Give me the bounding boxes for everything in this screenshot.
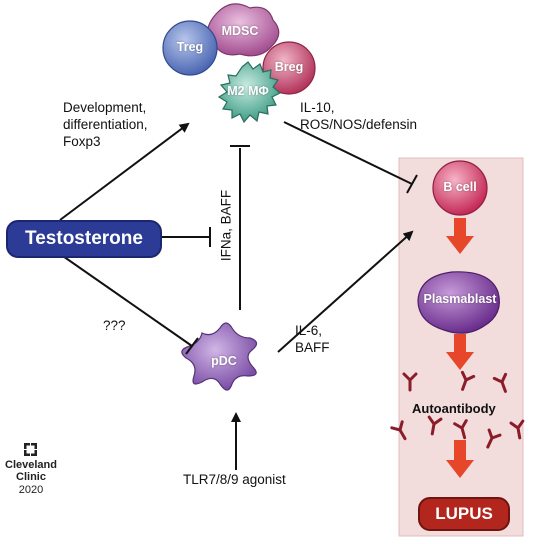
label-il6: IL-6, xyxy=(295,323,323,338)
pdc-cell xyxy=(181,322,258,391)
pdc-label: pDC xyxy=(211,354,237,368)
logo-year: 2020 xyxy=(18,484,44,496)
label-differentiation: differentiation, xyxy=(63,117,148,132)
arrows xyxy=(59,121,418,470)
label-il10: IL-10, xyxy=(300,100,335,115)
label-baff: BAFF xyxy=(295,340,330,355)
antibody-icons xyxy=(390,370,525,449)
label-foxp3: Foxp3 xyxy=(63,134,101,149)
treg-label: Treg xyxy=(176,40,204,54)
mdsc-label: MDSC xyxy=(221,24,259,38)
b-cell xyxy=(432,160,488,216)
logo-line1: Cleveland xyxy=(5,459,57,471)
label-unknown: ??? xyxy=(103,318,126,333)
lupus-node: LUPUS xyxy=(418,497,510,531)
autoantibody-label: Autoantibody xyxy=(412,401,496,416)
red-arrows xyxy=(446,218,474,478)
breg-label: Breg xyxy=(274,60,304,74)
treg-cell xyxy=(162,20,218,76)
testosterone-node: Testosterone xyxy=(6,220,162,258)
logo-line2: Clinic xyxy=(16,471,46,483)
m2-macrophage-label: M2 MΦ xyxy=(227,84,269,98)
label-ros: ROS/NOS/defensin xyxy=(300,117,418,132)
label-tlr-agonist: TLR7/8/9 agonist xyxy=(183,472,286,487)
plasmablast-label: Plasmablast xyxy=(423,292,497,306)
cleveland-clinic-logo-icon xyxy=(24,443,37,456)
label-ifna-baff: IFNa, BAFF xyxy=(218,189,234,262)
plasmablast-cell xyxy=(417,271,500,334)
label-development: Development, xyxy=(63,100,147,115)
m2-macrophage-cell xyxy=(217,61,282,124)
b-cell-label: B cell xyxy=(443,180,477,194)
